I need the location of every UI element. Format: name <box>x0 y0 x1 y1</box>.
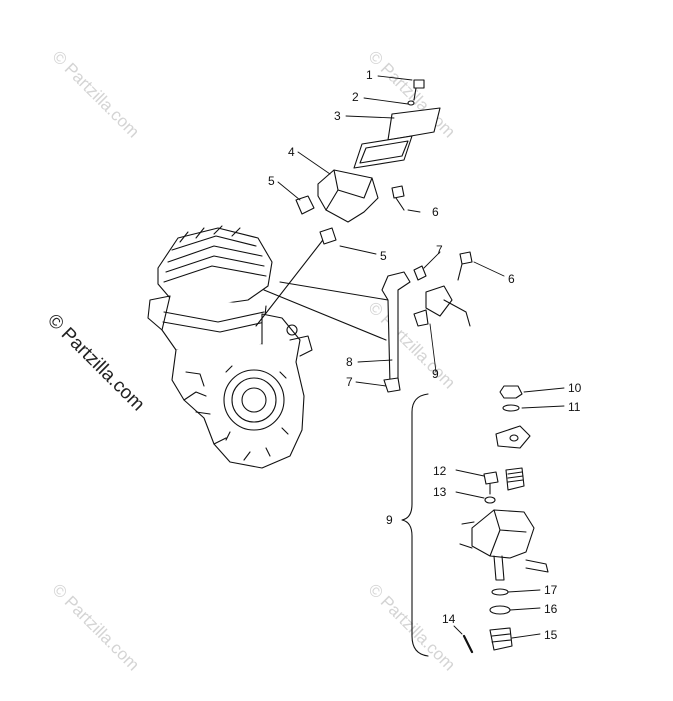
callout-9-group: 9 <box>386 513 393 527</box>
callout-9: 9 <box>432 367 439 381</box>
callout-5: 5 <box>268 174 275 188</box>
callout-leaders <box>277 75 565 639</box>
callout-17: 17 <box>544 583 558 597</box>
engine-assembly <box>147 225 313 469</box>
callout-1: 1 <box>366 68 373 82</box>
leader-line <box>263 289 387 341</box>
callout-4: 4 <box>288 145 295 159</box>
pump-line-assembly <box>381 251 473 393</box>
leader-line <box>255 235 327 327</box>
callout-16: 16 <box>544 602 558 616</box>
callout-6: 6 <box>432 205 439 219</box>
callout-10: 10 <box>568 381 582 395</box>
callout-11: 11 <box>568 400 581 414</box>
callout-14: 14 <box>442 612 456 626</box>
callout-12: 12 <box>433 464 447 478</box>
callout-7-lower: 7 <box>346 375 353 389</box>
callout-3: 3 <box>334 109 341 123</box>
callout-5-lower: 5 <box>380 249 387 263</box>
callout-2: 2 <box>352 90 359 104</box>
oil-pump-exploded <box>459 385 549 654</box>
callout-7: 7 <box>436 243 443 257</box>
callout-15: 15 <box>544 628 558 642</box>
group-bracket <box>401 393 429 657</box>
cover-assembly <box>295 79 441 245</box>
callout-8: 8 <box>346 355 353 369</box>
callout-13: 13 <box>433 485 447 499</box>
callout-6-lower: 6 <box>508 272 515 286</box>
leader-line <box>279 281 389 301</box>
